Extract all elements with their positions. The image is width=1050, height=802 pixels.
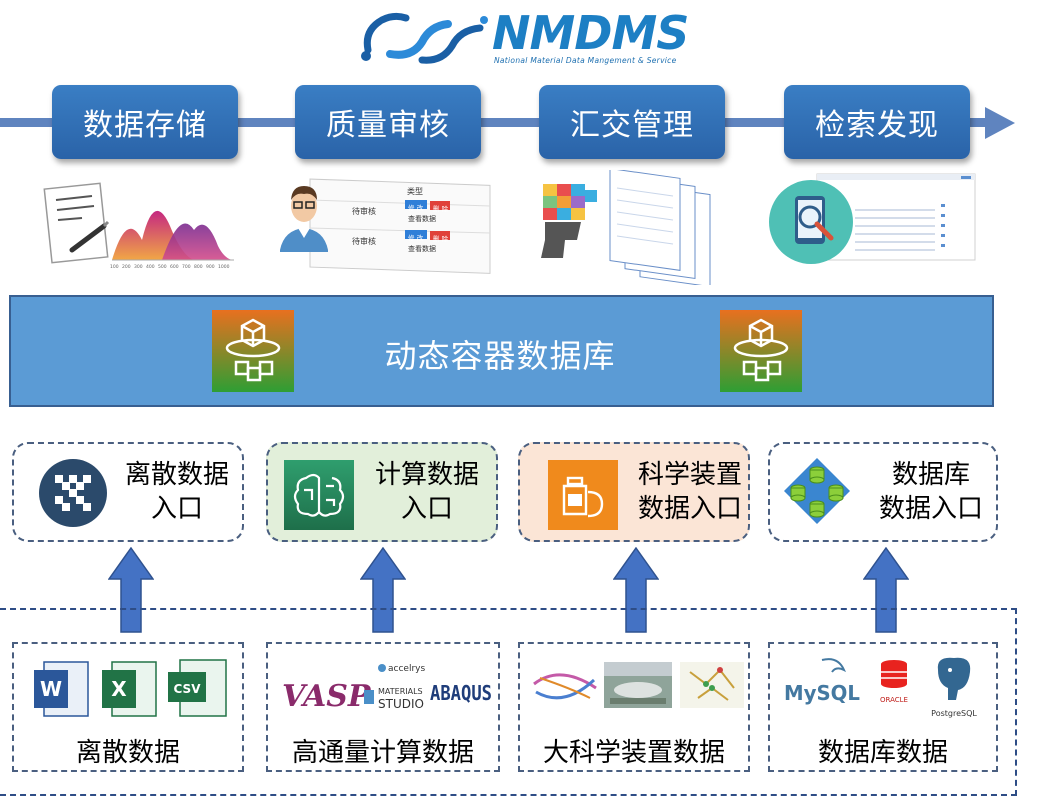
- source-high-throughput-computing: VASP accelrys MATERIALS STUDIO ABAQUS 高通…: [266, 642, 500, 772]
- materials-studio-icon: [364, 690, 374, 704]
- process-flow-line: [0, 118, 990, 127]
- storage-illustration: 100 200 300 400 500 600 700 800 900 1000: [42, 170, 237, 275]
- nmdms-logo-mark: [361, 12, 488, 64]
- review-illustration: 类型 待审核 修 改 删 除 查看数据 待审核 修 改 删 除 查看数据: [280, 170, 495, 275]
- review-row-status: 待审核: [352, 207, 376, 216]
- entry-title: 科学装置: [637, 460, 742, 490]
- review-row-status: 待审核: [352, 237, 376, 246]
- svg-text:300: 300: [134, 264, 143, 270]
- entry-title: 数据库: [891, 460, 970, 490]
- step-data-storage: 数据存储: [52, 85, 238, 159]
- brain-puzzle-icon: [541, 184, 597, 258]
- vasp-logo: VASP: [282, 679, 372, 714]
- ai-brain-icon: [284, 460, 354, 530]
- search-illustration: [765, 170, 977, 265]
- dynamic-container-database-band: [9, 295, 994, 407]
- abaqus-logo: ABAQUS: [430, 681, 492, 705]
- discrete-grid-icon: [39, 459, 107, 527]
- database-label: 动态容器数据库: [384, 337, 616, 375]
- source-label: 数据库数据: [817, 738, 948, 768]
- svg-text:400: 400: [146, 264, 155, 270]
- particle-tracks-icon: [533, 673, 597, 700]
- svg-text:W: W: [40, 677, 62, 701]
- svg-text:1000: 1000: [218, 264, 230, 270]
- entry-discrete-data: 离散数据 入口: [12, 442, 244, 542]
- logo-title: NMDMS: [492, 6, 689, 60]
- svg-text:600: 600: [170, 264, 179, 270]
- entry-subtitle: 数据入口: [878, 494, 983, 524]
- process-arrow-head: [985, 107, 1015, 139]
- svg-text:PostgreSQL: PostgreSQL: [931, 709, 977, 718]
- svg-text:MATERIALS: MATERIALS: [378, 687, 423, 696]
- source-label: 大科学装置数据: [542, 738, 725, 768]
- up-arrow-icon: [863, 547, 909, 633]
- svg-text:500: 500: [158, 264, 167, 270]
- logo-subtitle: National Material Data Mangement & Servi…: [494, 56, 677, 65]
- source-label: 高通量计算数据: [291, 738, 474, 768]
- postgresql-logo: PostgreSQL: [931, 657, 977, 718]
- reviewer-avatar-icon: [280, 186, 328, 252]
- svg-text:900: 900: [206, 264, 215, 270]
- up-arrow-icon: [360, 547, 406, 633]
- accelrys-logo: accelrys: [388, 664, 425, 674]
- entry-subtitle: 数据入口: [637, 494, 742, 524]
- source-discrete-data: W X CSV 离散数据: [12, 642, 244, 772]
- step-search-discovery: 检索发现: [784, 85, 970, 159]
- document-stack-icon: [609, 167, 711, 288]
- entry-title: 计算数据: [374, 460, 479, 490]
- review-table-card: [309, 178, 491, 274]
- word-file-icon: W: [34, 661, 89, 717]
- oracle-logo: ORACLE: [880, 660, 908, 704]
- svg-text:CSV: CSV: [174, 682, 202, 696]
- entry-title: 离散数据: [124, 460, 229, 490]
- entry-database: 数据库 数据入口: [768, 442, 998, 542]
- excel-file-icon: X: [102, 661, 157, 717]
- svg-text:800: 800: [194, 264, 203, 270]
- entry-subtitle: 入口: [150, 494, 203, 524]
- csv-file-icon: CSV: [168, 659, 227, 717]
- source-label: 离散数据: [75, 738, 180, 768]
- svg-text:MySQL: MySQL: [784, 681, 860, 705]
- svg-text:X: X: [111, 677, 127, 701]
- step-quality-review: 质量审核: [295, 85, 481, 159]
- magnifier-icon: [769, 180, 853, 264]
- source-large-science-facility: 大科学装置数据: [518, 642, 750, 772]
- svg-text:STUDIO: STUDIO: [378, 697, 424, 711]
- container-service-icon: [720, 310, 802, 392]
- up-arrow-icon: [108, 547, 154, 633]
- svg-text:100: 100: [110, 264, 119, 270]
- step-submission-management: 汇交管理: [539, 85, 725, 159]
- molecule-structure-icon: [680, 662, 744, 708]
- data-source-frame: [0, 608, 1017, 796]
- lab-bottle-icon: [548, 460, 618, 530]
- svg-text:ORACLE: ORACLE: [880, 696, 908, 704]
- document-pen-icon: 100 200 300 400 500 600 700 800 900 1000: [43, 182, 234, 270]
- svg-text:700: 700: [182, 264, 191, 270]
- facility-aerial-photo: [604, 662, 672, 708]
- up-arrow-icon: [613, 547, 659, 633]
- container-service-icon: [212, 310, 294, 392]
- entry-computing-data: 计算数据 入口: [266, 442, 498, 542]
- review-col-header: 类型: [407, 187, 423, 196]
- entry-science-facility: 科学装置 数据入口: [518, 442, 750, 542]
- database-network-icon: [784, 458, 850, 524]
- mysql-logo: MySQL: [784, 658, 860, 705]
- entry-subtitle: 入口: [400, 494, 453, 524]
- submission-illustration: [535, 167, 725, 288]
- source-database-data: MySQL ORACLE PostgreSQL 数据库数据: [768, 642, 998, 772]
- svg-text:200: 200: [122, 264, 131, 270]
